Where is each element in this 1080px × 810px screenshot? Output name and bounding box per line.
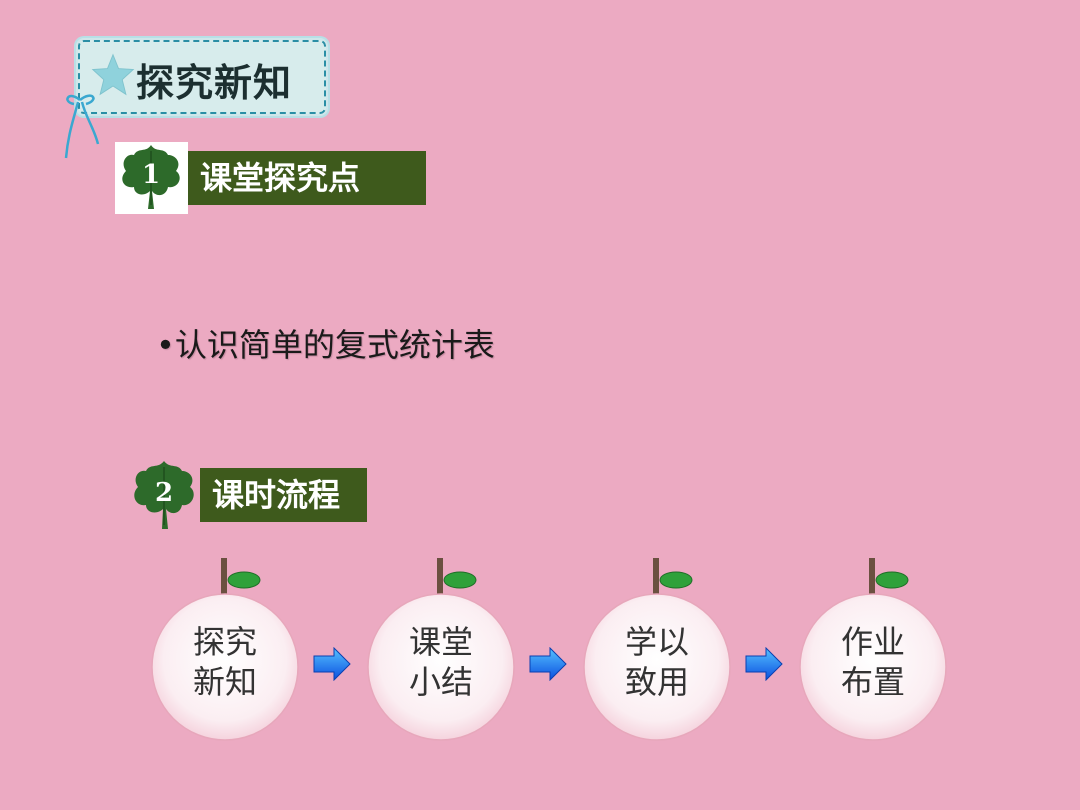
section2-number: 2 <box>155 478 173 508</box>
ribbon-icon <box>64 94 100 159</box>
flow-step-1-line2: 新知 <box>192 663 257 701</box>
flow-step-1: 探究 新知 <box>150 556 300 746</box>
page-title: 探究新知 <box>136 61 293 105</box>
section1-number: 1 <box>142 160 160 190</box>
bullet-text: •认识简单的复式统计表 <box>156 326 495 364</box>
fruit-icon <box>151 558 299 741</box>
arrow-right-icon <box>745 647 783 681</box>
section2-title: 课时流程 <box>200 468 367 522</box>
fruit-icon <box>583 558 731 741</box>
section1-title: 课堂探究点 <box>188 151 426 205</box>
flow-step-4: 作业 布置 <box>798 556 948 746</box>
leaf-icon: 1 <box>122 145 180 209</box>
flow-step-1-line1: 探究 <box>192 623 257 661</box>
star-icon <box>91 53 135 96</box>
flow-step-3-line1: 学以 <box>624 623 689 661</box>
leaf-icon: 2 <box>134 461 194 529</box>
flow-step-2-line2: 小结 <box>408 663 473 701</box>
fruit-icon <box>367 558 515 741</box>
flow-step-4-line1: 作业 <box>840 623 905 661</box>
flow-step-4-line2: 布置 <box>840 663 905 701</box>
title-badge: 探究新知 <box>76 38 328 116</box>
fruit-icon <box>799 558 947 741</box>
flow-step-3: 学以 致用 <box>582 556 732 746</box>
arrow-right-icon <box>313 647 351 681</box>
flow-step-2: 课堂 小结 <box>366 556 516 746</box>
flow-step-2-line1: 课堂 <box>408 623 473 661</box>
flow-step-3-line2: 致用 <box>624 663 689 701</box>
arrow-right-icon <box>529 647 567 681</box>
